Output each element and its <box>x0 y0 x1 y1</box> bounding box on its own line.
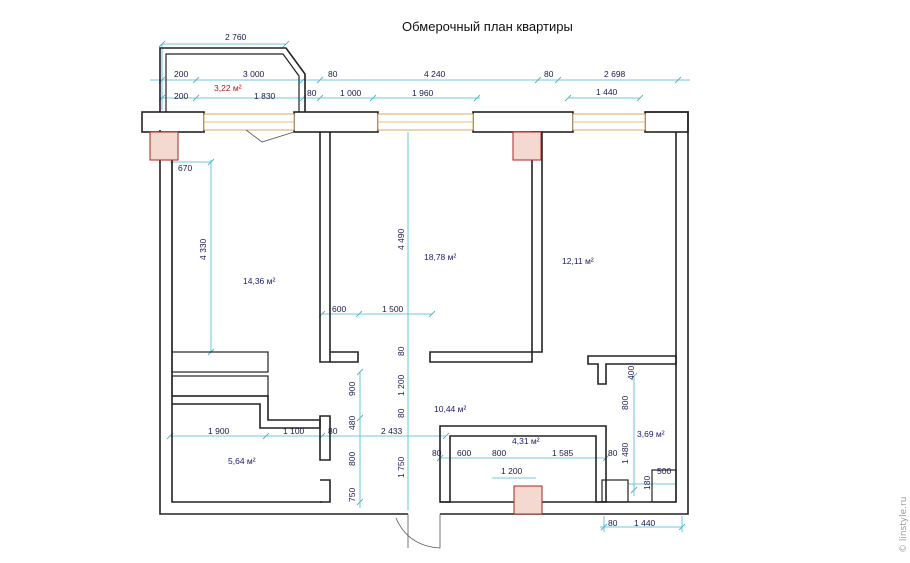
vent-shafts <box>149 131 543 515</box>
dim-label: 1 440 <box>634 518 656 528</box>
dim-label: 80 <box>396 408 406 418</box>
balcony-door <box>245 129 295 143</box>
dim-label: 800 <box>620 396 630 410</box>
dim-label: 2 433 <box>381 426 403 436</box>
dim-label: 1 830 <box>254 91 276 101</box>
dim-label: 2 760 <box>225 32 247 42</box>
windows <box>203 113 646 131</box>
dim-label: 1 200 <box>501 466 523 476</box>
dim-label: 600 <box>332 304 346 314</box>
dim-label: 200 <box>174 91 188 101</box>
dim-label: 900 <box>347 382 357 396</box>
area-wc: 3,69 м² <box>637 429 665 439</box>
dim-label: 1 000 <box>340 88 362 98</box>
dim-label: 80 <box>608 518 618 528</box>
vent-shaft-bath <box>513 485 543 515</box>
area-room-right: 12,11 м² <box>562 256 594 266</box>
area-hall: 10,44 м² <box>434 404 466 414</box>
dim-label: 4 490 <box>396 228 406 250</box>
dim-label: 200 <box>174 69 188 79</box>
dim-label: 400 <box>626 366 636 380</box>
dim-label: 1 440 <box>596 87 618 97</box>
dim-label: 1 100 <box>283 426 305 436</box>
dim-label: 80 <box>608 448 618 458</box>
dim-label: 4 240 <box>424 69 446 79</box>
dim-label: 1 750 <box>396 456 406 478</box>
dim-label: 2 698 <box>604 69 626 79</box>
vent-shaft-left <box>149 131 179 161</box>
dim-label: 480 <box>347 416 357 430</box>
plan-title: Обмерочный план квартиры <box>402 19 573 34</box>
area-balcony: 3,22 м² <box>214 83 242 93</box>
dim-label: 1 200 <box>396 374 406 396</box>
dim-label: 1 500 <box>382 304 404 314</box>
area-bath: 4,31 м² <box>512 436 540 446</box>
vent-shaft-center <box>512 131 542 161</box>
dim-label: 80 <box>432 448 442 458</box>
dim-label: 3 000 <box>243 69 265 79</box>
dim-label: 1 480 <box>620 442 630 464</box>
dim-label: 80 <box>307 88 317 98</box>
watermark: © linstyle.ru <box>899 497 909 553</box>
dim-label: 750 <box>347 488 357 502</box>
dim-label: 600 <box>457 448 471 458</box>
dim-label: 1 900 <box>208 426 230 436</box>
dim-label: 670 <box>178 163 192 173</box>
area-room-center: 18,78 м² <box>424 252 456 262</box>
dim-label: 80 <box>328 69 338 79</box>
dim-label: 180 <box>642 476 652 490</box>
dim-label: 800 <box>492 448 506 458</box>
dim-label: 800 <box>347 452 357 466</box>
entrance-door <box>395 514 441 549</box>
dim-label: 1 960 <box>412 88 434 98</box>
dim-label: 80 <box>544 69 554 79</box>
area-kitchen-small: 5,64 м² <box>228 456 256 466</box>
area-room-left: 14,36 м² <box>243 276 275 286</box>
dim-label: 80 <box>328 426 338 436</box>
dim-label: 1 585 <box>552 448 574 458</box>
dim-label: 500 <box>657 466 671 476</box>
dim-label: 80 <box>396 346 406 356</box>
dimension-labels: 2 760 200 3 000 80 4 240 80 2 698 200 1 … <box>174 32 671 528</box>
dim-label: 4 330 <box>198 238 208 260</box>
